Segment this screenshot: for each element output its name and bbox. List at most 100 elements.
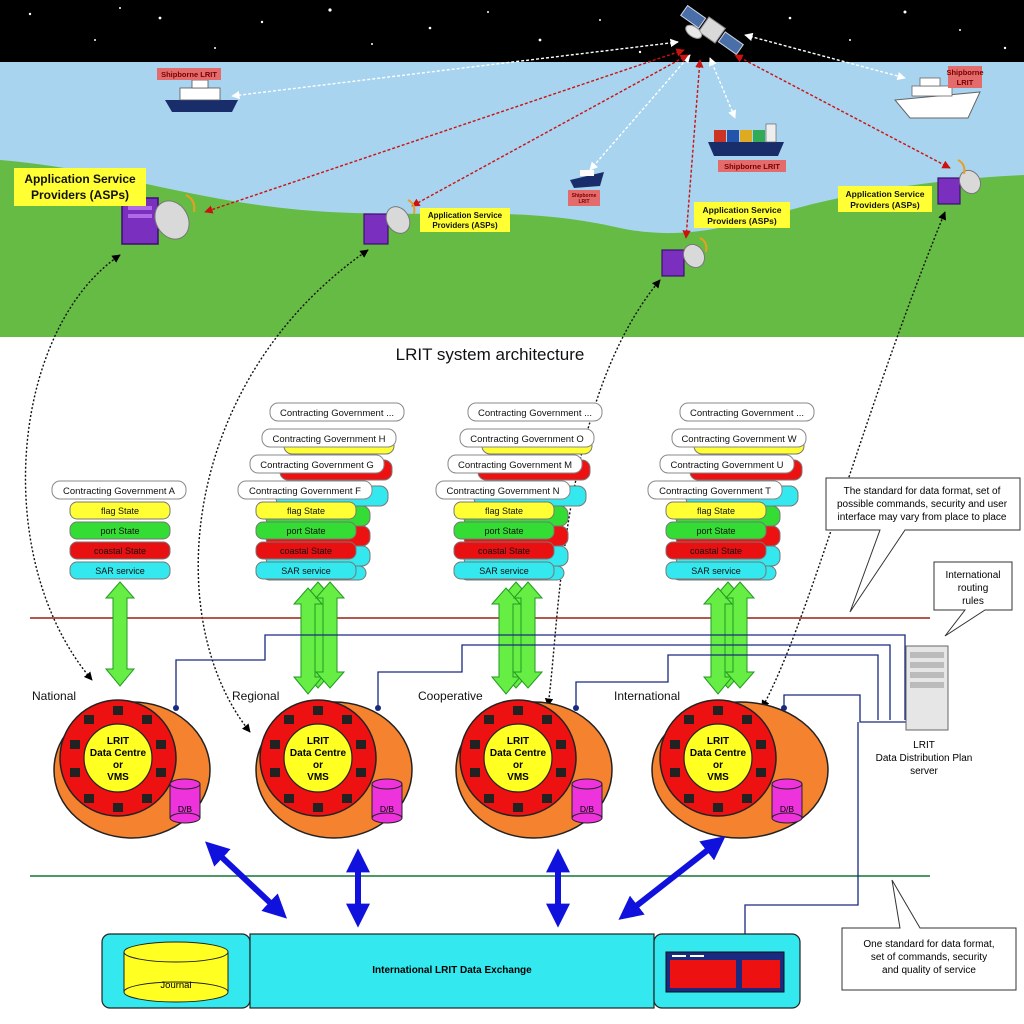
svg-text:International LRIT Data Exchan: International LRIT Data Exchange: [372, 965, 532, 976]
asp-label: Application Service Providers (ASPs): [694, 202, 790, 228]
svg-text:coastal State: coastal State: [690, 546, 742, 556]
user-icon: [70, 706, 166, 812]
svg-text:Providers (ASPs): Providers (ASPs): [707, 216, 777, 226]
svg-text:LRIT: LRIT: [957, 78, 974, 87]
svg-text:Application Service: Application Service: [846, 189, 925, 199]
asp-label: Application Service Providers (ASPs): [420, 208, 510, 232]
svg-text:International: International: [945, 570, 1000, 581]
svg-text:LRIT: LRIT: [913, 740, 935, 751]
svg-text:Application Service: Application Service: [703, 205, 782, 215]
svg-text:port State: port State: [696, 526, 735, 536]
data-centre: LRIT Data Centre or VMS D/B: [53, 699, 211, 839]
svg-text:Data Centre: Data Centre: [90, 748, 147, 759]
role-coastal: [69, 541, 171, 560]
asp-station-icon: [937, 159, 982, 205]
svg-text:Contracting Government M: Contracting Government M: [458, 460, 572, 471]
svg-text:and quality of service: and quality of service: [882, 965, 976, 976]
svg-text:Data Centre: Data Centre: [290, 748, 347, 759]
svg-text:Application Service: Application Service: [24, 172, 136, 186]
svg-text:Journal: Journal: [160, 980, 191, 991]
svg-text:Contracting Government A: Contracting Government A: [63, 486, 176, 497]
svg-text:Contracting Government ...: Contracting Government ...: [478, 408, 592, 419]
role-flag: [69, 501, 171, 520]
group-international: Contracting Government ... Contracting G…: [647, 402, 815, 581]
asp-label: Application Service Providers (ASPs): [14, 168, 146, 206]
svg-text:port State: port State: [286, 526, 325, 536]
svg-text:Application Service: Application Service: [428, 211, 503, 220]
svg-text:Contracting Government H: Contracting Government H: [273, 434, 386, 445]
svg-text:Shipborne LRIT: Shipborne LRIT: [161, 70, 217, 79]
group-regional: Contracting Government ... Contracting G…: [237, 402, 405, 581]
shipborne-label: Shipborne LRIT: [568, 190, 600, 206]
svg-text:One standard for data format,: One standard for data format,: [863, 939, 994, 950]
svg-text:or: or: [713, 760, 723, 771]
svg-text:Data Centre: Data Centre: [490, 748, 547, 759]
svg-text:SAR service: SAR service: [95, 566, 145, 576]
monitor-icon: [665, 951, 785, 993]
svg-text:set of commands, security: set of commands, security: [871, 952, 987, 963]
svg-text:SAR service: SAR service: [479, 566, 529, 576]
svg-text:LRIT: LRIT: [507, 736, 529, 747]
callout-routing: International routing rules: [933, 561, 1013, 637]
ship-icon: [570, 170, 604, 188]
svg-text:Contracting Government G: Contracting Government G: [260, 460, 374, 471]
data-centre: LRIT Data Centre or VMS D/B: [455, 699, 613, 839]
svg-text:VMS: VMS: [707, 772, 729, 783]
journal-database-icon: Journal: [123, 941, 229, 1003]
user-icon: [470, 706, 566, 812]
svg-text:Contracting Government W: Contracting Government W: [681, 434, 796, 445]
ship-icon: [165, 74, 238, 112]
svg-text:Shipborne: Shipborne: [572, 193, 597, 199]
callout-bottom: One standard for data format, set of com…: [841, 879, 1017, 991]
category-label: International: [614, 689, 680, 703]
svg-text:flag State: flag State: [287, 506, 325, 516]
network-wires: [175, 634, 906, 935]
svg-text:or: or: [313, 760, 323, 771]
svg-text:possible commands, security an: possible commands, security and user: [837, 499, 1008, 510]
svg-text:Shipborne LRIT: Shipborne LRIT: [724, 162, 780, 171]
svg-text:LRIT: LRIT: [578, 199, 589, 205]
svg-text:interface may vary from place: interface may vary from place to place: [838, 512, 1007, 523]
callout-top: The standard for data format, set of pos…: [825, 477, 1021, 613]
category-label: Cooperative: [418, 689, 483, 703]
svg-text:Data Distribution Plan: Data Distribution Plan: [876, 753, 973, 764]
svg-text:coastal State: coastal State: [478, 546, 530, 556]
svg-text:Contracting Government T: Contracting Government T: [659, 486, 771, 497]
svg-text:routing: routing: [958, 583, 989, 594]
svg-text:SAR service: SAR service: [281, 566, 331, 576]
svg-text:D/B: D/B: [178, 804, 193, 814]
svg-text:port State: port State: [100, 526, 139, 536]
svg-text:Providers (ASPs): Providers (ASPs): [850, 200, 920, 210]
svg-text:flag State: flag State: [101, 506, 139, 516]
blue-arrows: [205, 836, 726, 928]
svg-text:Providers (ASPs): Providers (ASPs): [432, 221, 498, 230]
category-label: Regional: [232, 689, 279, 703]
group-cooperative: Contracting Government ... Contracting G…: [435, 402, 603, 581]
asp-station-icon: [661, 237, 708, 277]
svg-text:LRIT: LRIT: [707, 736, 729, 747]
svg-text:port State: port State: [484, 526, 523, 536]
svg-text:D/B: D/B: [580, 804, 595, 814]
svg-text:LRIT: LRIT: [307, 736, 329, 747]
svg-text:flag State: flag State: [485, 506, 523, 516]
database-icon: D/B: [371, 778, 403, 824]
svg-text:D/B: D/B: [780, 804, 795, 814]
svg-text:coastal State: coastal State: [280, 546, 332, 556]
svg-text:server: server: [910, 766, 938, 777]
svg-text:or: or: [513, 760, 523, 771]
role-sar: [69, 561, 171, 580]
svg-text:Contracting Government O: Contracting Government O: [470, 434, 584, 445]
user-icon: [270, 706, 366, 812]
svg-text:LRIT: LRIT: [107, 736, 129, 747]
diagram-title: LRIT system architecture: [396, 345, 585, 364]
svg-text:or: or: [113, 760, 123, 771]
svg-text:coastal State: coastal State: [94, 546, 146, 556]
data-centre: LRIT Data Centre or VMS D/B: [651, 699, 829, 839]
ddp-label: LRIT Data Distribution Plan server: [876, 740, 973, 777]
shipborne-label: Shipborne LRIT: [157, 68, 221, 80]
contracting-government: [51, 480, 187, 500]
svg-text:D/B: D/B: [380, 804, 395, 814]
svg-text:The standard for data format,: The standard for data format, set of: [844, 486, 1001, 497]
role-port: [69, 521, 171, 540]
svg-text:SAR service: SAR service: [691, 566, 741, 576]
